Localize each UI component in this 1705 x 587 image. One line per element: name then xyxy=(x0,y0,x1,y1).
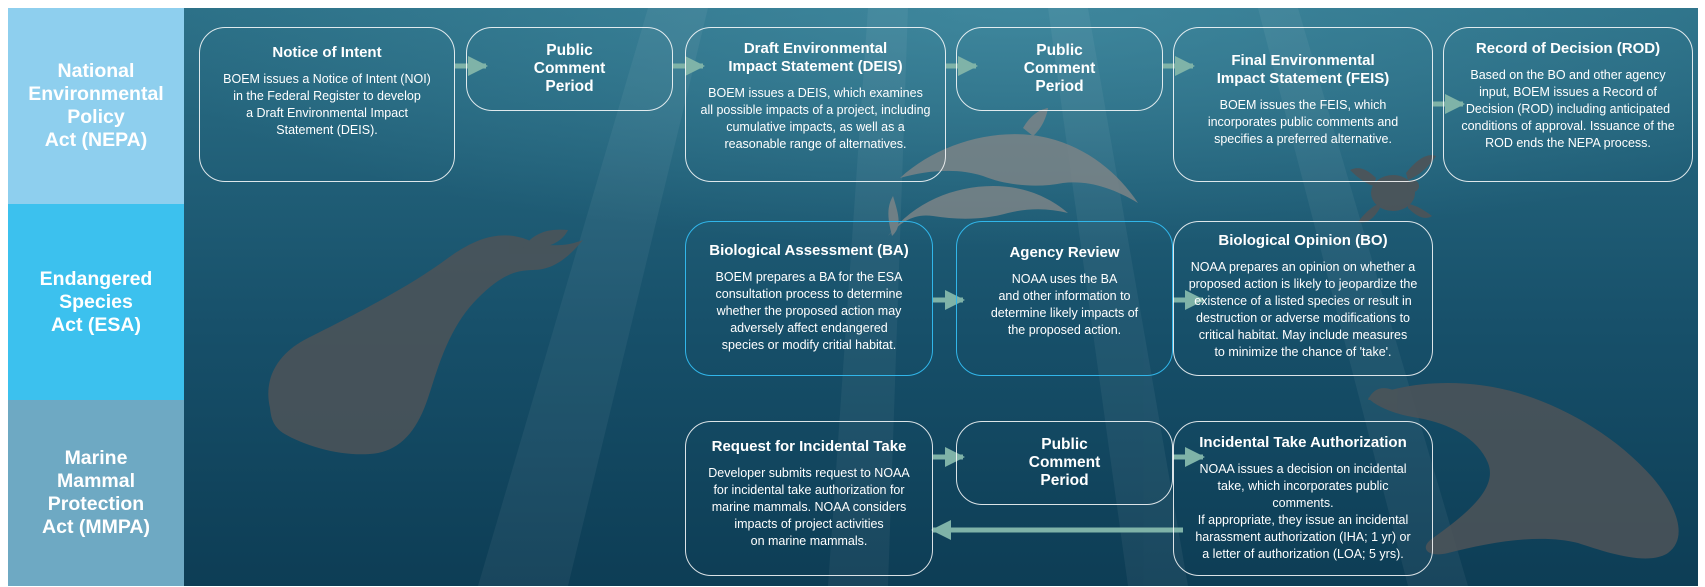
dolphin-icon xyxy=(888,108,1138,236)
process-diagram: National Environmental Policy Act (NEPA)… xyxy=(8,8,1698,586)
right-whale-icon xyxy=(268,229,583,455)
biological-opinion-title: Biological Opinion (BO) xyxy=(1218,232,1388,249)
record-of-decision-title: Record of Decision (ROD) xyxy=(1475,40,1661,57)
esa-label: Endangered Species Act (ESA) xyxy=(8,204,184,400)
incidental-take-authorization-box: Incidental Take Authorization NOAA issue… xyxy=(1173,421,1433,576)
notice-of-intent-desc: BOEM issues a Notice of Intent (NOI) in … xyxy=(223,72,431,137)
mmpa-label: Marine Mammal Protection Act (MMPA) xyxy=(8,400,184,586)
record-of-decision-box: Record of Decision (ROD) Based on the BO… xyxy=(1443,27,1693,182)
biological-assessment-desc: BOEM prepares a BA for the ESA consultat… xyxy=(715,270,903,352)
nepa-label: National Environmental Policy Act (NEPA) xyxy=(8,8,184,204)
deis-box: Draft Environmental Impact Statement (DE… xyxy=(685,27,946,182)
public-comment-period-box-2: Public Comment Period xyxy=(956,27,1163,111)
agency-review-box: Agency Review NOAA uses the BA and other… xyxy=(956,221,1173,376)
public-comment-period-box-3: Public Comment Period xyxy=(956,421,1173,505)
feis-title: Final Environmental Impact Statement (FE… xyxy=(1216,52,1390,87)
incidental-take-authorization-title: Incidental Take Authorization xyxy=(1199,434,1407,451)
agency-review-title: Agency Review xyxy=(1009,244,1120,261)
biological-opinion-box: Biological Opinion (BO) NOAA prepares an… xyxy=(1173,221,1433,376)
public-comment-period-box-1: Public Comment Period xyxy=(466,27,673,111)
public-comment-period-title-1: Public Comment Period xyxy=(533,42,606,95)
request-incidental-take-title: Request for Incidental Take xyxy=(711,438,907,455)
biological-assessment-title: Biological Assessment (BA) xyxy=(709,242,909,259)
deis-title: Draft Environmental Impact Statement (DE… xyxy=(728,40,903,75)
humpback-whale-icon xyxy=(1368,382,1679,559)
request-incidental-take-desc: Developer submits request to NOAA for in… xyxy=(708,466,910,548)
biological-opinion-desc: NOAA prepares an opinion on whether a pr… xyxy=(1188,260,1418,359)
public-comment-period-title-2: Public Comment Period xyxy=(1023,42,1096,95)
agency-review-desc: NOAA uses the BA and other information t… xyxy=(990,272,1139,337)
deis-desc: BOEM issues a DEIS, which examines all p… xyxy=(700,86,931,151)
feis-desc: BOEM issues the FEIS, which incorporates… xyxy=(1207,98,1399,146)
public-comment-period-title-3: Public Comment Period xyxy=(1028,436,1101,489)
request-incidental-take-box: Request for Incidental Take Developer su… xyxy=(685,421,933,576)
record-of-decision-desc: Based on the BO and other agency input, … xyxy=(1461,68,1675,150)
biological-assessment-box: Biological Assessment (BA) BOEM prepares… xyxy=(685,221,933,376)
feis-box: Final Environmental Impact Statement (FE… xyxy=(1173,27,1433,182)
incidental-take-authorization-desc: NOAA issues a decision on incidental tak… xyxy=(1195,462,1411,561)
notice-of-intent-title: Notice of Intent xyxy=(272,44,382,61)
notice-of-intent-box: Notice of Intent BOEM issues a Notice of… xyxy=(199,27,455,182)
